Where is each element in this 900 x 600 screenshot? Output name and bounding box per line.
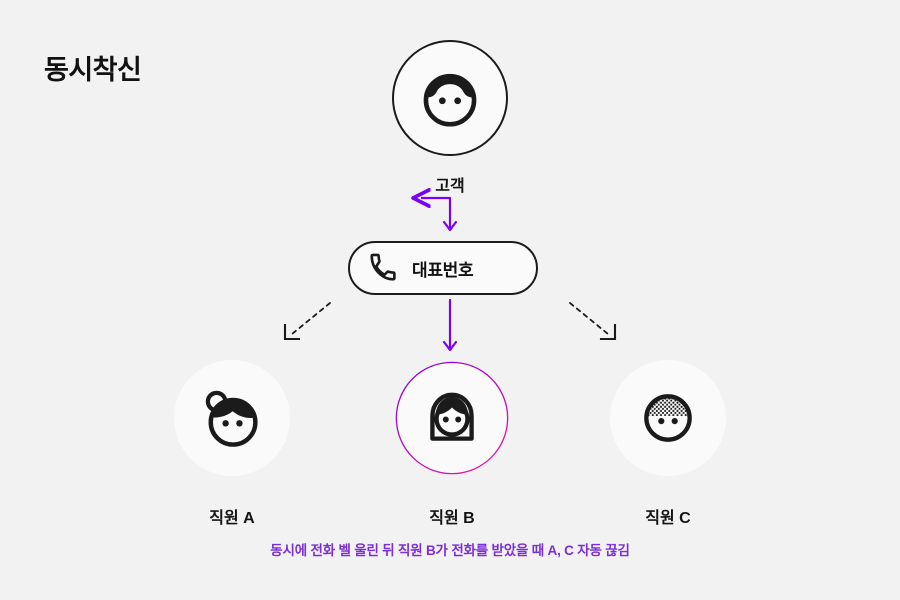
connector-main-number-to-employee-c	[569, 302, 617, 341]
connector-main-number-to-employee-a	[283, 302, 331, 341]
connector-customer-to-main-number-shape	[442, 196, 458, 232]
node-employee-a-label: 직원 A	[209, 510, 255, 527]
customer-face-icon	[423, 73, 477, 127]
node-employee-c-label: 직원 C	[645, 510, 691, 527]
page-title: 동시착신	[44, 55, 142, 85]
node-employee-a[interactable]: 직원 A	[172, 360, 292, 528]
connector-main-number-to-employee-b	[442, 298, 458, 352]
node-employee-b-label: 직원 B	[429, 510, 475, 527]
phone-handset-icon	[370, 253, 396, 281]
node-main-number[interactable]: 대표번호	[348, 241, 538, 295]
employee-bob-face-icon	[430, 392, 474, 441]
node-main-number-label: 대표번호	[412, 260, 474, 280]
diagram-note: 동시에 전화 벨 울린 뒤 직원 B가 전화를 받았을 때 A, C 자동 끊김	[270, 543, 630, 558]
employee-short-hair-face-icon	[644, 394, 692, 442]
employee-b-avatar-inner	[397, 363, 507, 473]
node-customer-label: 고객	[435, 178, 465, 195]
employee-b-avatar	[394, 360, 510, 476]
employee-a-avatar	[174, 360, 290, 476]
customer-avatar	[392, 40, 508, 156]
employee-c-avatar	[610, 360, 726, 476]
node-employee-c[interactable]: 직원 C	[608, 360, 728, 528]
node-customer[interactable]: 고객	[390, 40, 510, 196]
employee-bun-face-icon	[205, 390, 258, 447]
node-employee-b[interactable]: 직원 B	[392, 360, 512, 528]
